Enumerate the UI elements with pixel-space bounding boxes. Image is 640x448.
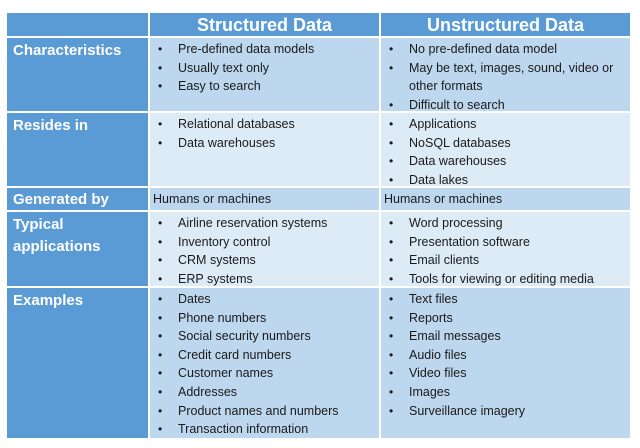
row-examples: Examples Dates Phone numbers Social secu… [7, 288, 630, 438]
list-item: Customer names [150, 364, 379, 383]
list-item: Presentation software [381, 233, 630, 252]
list-item: Word processing [381, 214, 630, 233]
unstructured-cell: Humans or machines [381, 188, 630, 212]
list-item: Tools for viewing or editing media [381, 270, 630, 286]
list-item: Dates [150, 290, 379, 309]
structured-cell: Dates Phone numbers Social security numb… [150, 288, 381, 438]
list-item: Images [381, 383, 630, 402]
list-item: Pre-defined data models [150, 40, 379, 59]
list-item: Airline reservation systems [150, 214, 379, 233]
list-item: Audio files [381, 346, 630, 365]
list-item: Email messages [381, 327, 630, 346]
row-typical-applications: Typical applications Airline reservation… [7, 212, 630, 288]
list-item: No pre-defined data model [381, 40, 630, 59]
list-item: Reports [381, 309, 630, 328]
structured-cell: Humans or machines [150, 188, 381, 212]
list-item: Social security numbers [150, 327, 379, 346]
row-label: Resides in [7, 113, 150, 188]
list-item: Product names and numbers [150, 402, 379, 421]
row-label: Generated by [7, 188, 150, 212]
comparison-table: Structured Data Unstructured Data Charac… [7, 13, 630, 438]
structured-cell: Pre-defined data models Usually text onl… [150, 38, 381, 113]
list-item: Surveillance imagery [381, 402, 630, 421]
list-item: Relational databases [150, 115, 379, 134]
row-label: Examples [7, 288, 150, 438]
list-item: Usually text only [150, 59, 379, 78]
cell-text: Humans or machines [153, 192, 272, 206]
unstructured-cell: Word processing Presentation software Em… [381, 212, 630, 288]
cell-text: Humans or machines [384, 192, 503, 206]
structured-cell: Airline reservation systems Inventory co… [150, 212, 381, 288]
list-item: Applications [381, 115, 630, 134]
list-item: Credit card numbers [150, 346, 379, 365]
structured-cell: Relational databases Data warehouses [150, 113, 381, 188]
row-generated-by: Generated by Humans or machines Humans o… [7, 188, 630, 212]
row-resides-in: Resides in Relational databases Data war… [7, 113, 630, 188]
list-item: Video files [381, 364, 630, 383]
list-item: Data lakes [381, 171, 630, 186]
list-item: Difficult to search [381, 96, 630, 111]
list-item: Data warehouses [150, 134, 379, 153]
row-label: Characteristics [7, 38, 150, 113]
list-item: ERP systems [150, 270, 379, 286]
header-corner-cell [7, 13, 150, 38]
list-item: CRM systems [150, 251, 379, 270]
unstructured-cell: Applications NoSQL databases Data wareho… [381, 113, 630, 188]
list-item: Phone numbers [150, 309, 379, 328]
unstructured-cell: Text files Reports Email messages Audio … [381, 288, 630, 438]
list-item: Easy to search [150, 77, 379, 96]
header-unstructured: Unstructured Data [381, 13, 630, 38]
list-item: May be text, images, sound, video or oth… [381, 59, 630, 96]
row-characteristics: Characteristics Pre-defined data models … [7, 38, 630, 113]
row-label: Typical applications [7, 212, 150, 288]
list-item: Text files [381, 290, 630, 309]
list-item: Data warehouses [381, 152, 630, 171]
header-structured: Structured Data [150, 13, 381, 38]
list-item: Inventory control [150, 233, 379, 252]
header-row: Structured Data Unstructured Data [7, 13, 630, 38]
list-item: Addresses [150, 383, 379, 402]
list-item: Transaction information [150, 420, 379, 438]
list-item: NoSQL databases [381, 134, 630, 153]
list-item: Email clients [381, 251, 630, 270]
unstructured-cell: No pre-defined data model May be text, i… [381, 38, 630, 113]
